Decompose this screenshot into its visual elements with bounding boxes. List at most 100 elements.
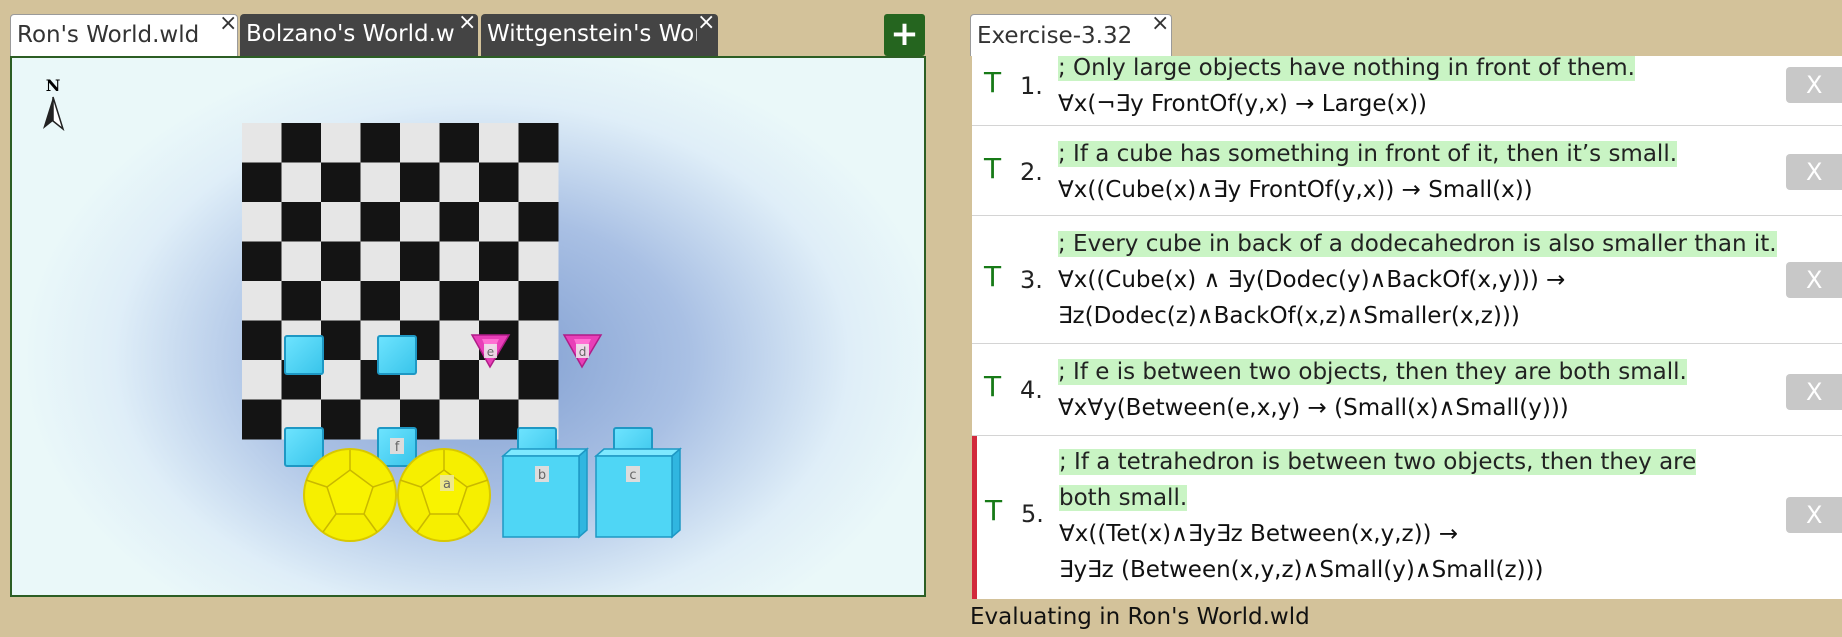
board-square[interactable] [479, 281, 519, 321]
object-label: d [579, 345, 587, 359]
board-square[interactable] [400, 162, 440, 203]
board-square[interactable] [479, 399, 519, 440]
board-square[interactable] [518, 281, 559, 321]
world-object-cube[interactable] [284, 427, 324, 467]
board-square[interactable] [321, 281, 361, 321]
world-object-dodec-a[interactable]: a [397, 448, 491, 542]
board-square[interactable] [400, 202, 440, 242]
board-square[interactable] [242, 202, 282, 242]
tab-wittgensteins-world[interactable]: Wittgenstein's World.wld × [481, 14, 718, 56]
close-icon[interactable]: × [458, 14, 477, 35]
board-square[interactable] [439, 281, 480, 321]
board-square[interactable] [439, 320, 480, 361]
board-square[interactable] [518, 241, 559, 282]
remove-sentence-button[interactable]: X [1786, 154, 1842, 190]
board-square[interactable] [321, 202, 361, 242]
board-square[interactable] [400, 281, 440, 321]
close-icon[interactable]: × [219, 14, 238, 36]
board-square[interactable] [321, 123, 361, 163]
board-square[interactable] [518, 360, 559, 400]
board-square[interactable] [360, 241, 401, 282]
board-square[interactable] [439, 123, 480, 163]
board-square[interactable] [321, 320, 361, 361]
object-label: c [629, 468, 636, 483]
board-square[interactable] [242, 162, 282, 203]
board-square[interactable] [281, 281, 322, 321]
world-view[interactable]: N e d [10, 56, 926, 597]
board-square[interactable] [439, 399, 480, 440]
board-square[interactable] [439, 241, 480, 282]
sentence-row-1[interactable]: T 1. ; Only large objects have nothing i… [972, 56, 1842, 126]
board-square[interactable] [479, 360, 519, 400]
world-object-cube-f[interactable]: f [377, 427, 417, 467]
board-square[interactable] [281, 202, 322, 242]
board-square[interactable] [242, 123, 282, 163]
board-square[interactable] [439, 360, 480, 400]
sentence-formula[interactable]: ∀x∀y(Between(e,x,y) → (Small(x)∧Small(y)… [1058, 395, 1569, 421]
board-square[interactable] [242, 281, 282, 321]
object-label: f [395, 440, 400, 455]
remove-sentence-button[interactable]: X [1786, 374, 1842, 410]
sentence-number: 3. [1020, 266, 1043, 294]
board-square[interactable] [439, 202, 480, 242]
add-world-button[interactable]: + [884, 14, 925, 56]
board-square[interactable] [321, 241, 361, 282]
sentence-row-3[interactable]: T 3. ; Every cube in back of a dodecahed… [972, 216, 1842, 344]
sentence-formula[interactable]: ∃y∃z (Between(x,y,z)∧Small(y)∧Small(z))) [1059, 557, 1544, 583]
board-square[interactable] [400, 123, 440, 163]
board-square[interactable] [242, 399, 282, 440]
world-object-tet-e[interactable]: e [470, 334, 511, 369]
sentence-formula[interactable]: ∀x((Cube(x)∧∃y FrontOf(y,x)) → Small(x)) [1058, 177, 1533, 203]
sentence-list[interactable]: T 1. ; Only large objects have nothing i… [972, 56, 1842, 599]
board-square[interactable] [518, 123, 559, 163]
board-square[interactable] [360, 123, 401, 163]
board-square[interactable] [281, 162, 322, 203]
board-square[interactable] [518, 162, 559, 203]
verdict-true: T [984, 152, 1002, 185]
object-label: b [538, 468, 546, 483]
tab-bolzanos-world[interactable]: Bolzano's World.wld × [240, 14, 478, 56]
board-square[interactable] [360, 162, 401, 203]
verdict-true: T [984, 66, 1002, 99]
board-square[interactable] [242, 241, 282, 282]
tab-exercise[interactable]: Exercise-3.32 × [970, 11, 1172, 56]
sentence-formula[interactable]: ∀x((Tet(x)∧∃y∃z Between(x,y,z)) → [1059, 521, 1459, 547]
board-square[interactable] [360, 202, 401, 242]
board-square[interactable] [242, 320, 282, 361]
board-square[interactable] [439, 162, 480, 203]
world-object-bigcube-b[interactable]: b [501, 447, 589, 539]
board-square[interactable] [479, 202, 519, 242]
sentence-comment: ; Only large objects have nothing in fro… [1058, 56, 1635, 81]
board-square[interactable] [518, 202, 559, 242]
world-object-cube[interactable] [377, 335, 417, 375]
board-square[interactable] [479, 123, 519, 163]
board-square[interactable] [281, 241, 322, 282]
close-icon[interactable]: × [1151, 11, 1170, 36]
sentence-row-5[interactable]: T 5. ; If a tetrahedron is between two o… [972, 436, 1842, 599]
sentence-formula[interactable]: ∀x((Cube(x) ∧ ∃y(Dodec(y)∧BackOf(x,y))) … [1058, 267, 1566, 293]
board-square[interactable] [479, 162, 519, 203]
world-object-dodec[interactable] [303, 448, 397, 542]
remove-sentence-button[interactable]: X [1786, 262, 1842, 298]
world-object-tet-d[interactable]: d [562, 334, 603, 369]
board-square[interactable] [321, 162, 361, 203]
remove-sentence-button[interactable]: X [1786, 67, 1842, 103]
world-board[interactable]: e d f [12, 58, 924, 595]
board-square[interactable] [360, 281, 401, 321]
board-square[interactable] [400, 241, 440, 282]
board-square[interactable] [321, 399, 361, 440]
tab-rons-world[interactable]: Ron's World.wld × [10, 14, 238, 56]
sentence-formula[interactable]: ∀x(¬∃y FrontOf(y,x) → Large(x)) [1058, 91, 1428, 117]
sentence-row-4[interactable]: T 4. ; If e is between two objects, then… [972, 344, 1842, 436]
world-object-cube[interactable] [284, 335, 324, 375]
board-square[interactable] [281, 123, 322, 163]
close-icon[interactable]: × [697, 14, 716, 35]
board-square[interactable] [321, 360, 361, 400]
sentence-row-2[interactable]: T 2. ; If a cube has something in front … [972, 126, 1842, 216]
remove-sentence-button[interactable]: X [1786, 497, 1842, 533]
board-square[interactable] [518, 320, 559, 361]
world-object-bigcube-c[interactable]: c [594, 447, 682, 539]
board-square[interactable] [479, 241, 519, 282]
sentence-formula[interactable]: ∃z(Dodec(z)∧BackOf(x,z)∧Smaller(x,z))) [1058, 303, 1520, 329]
board-square[interactable] [242, 360, 282, 400]
